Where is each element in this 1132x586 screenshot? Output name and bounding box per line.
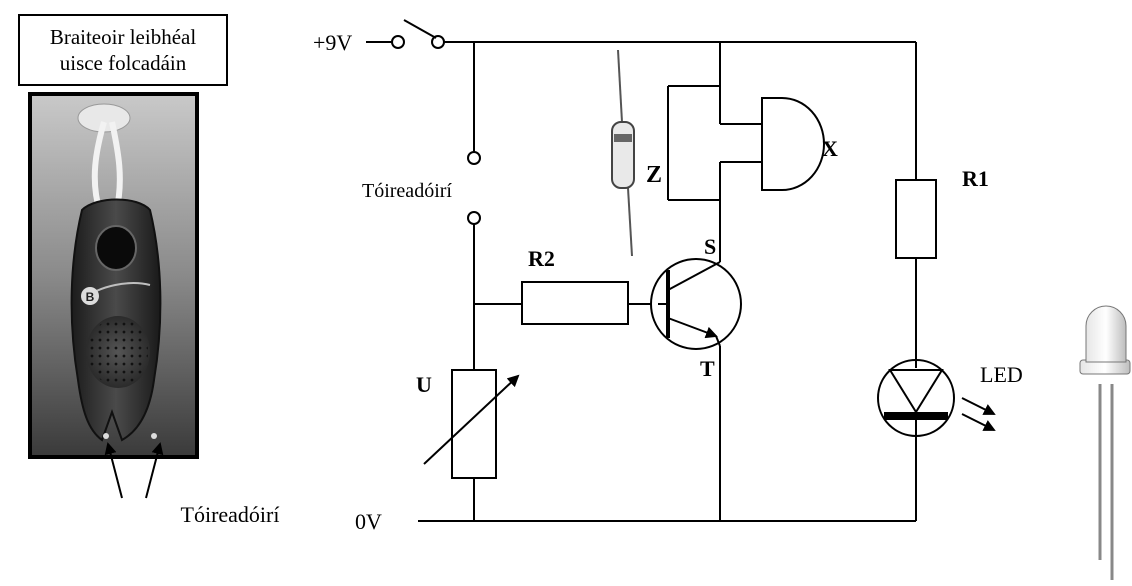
device-photo: B [28,92,199,459]
variable-resistor-label: U [416,372,432,397]
transistor [650,258,742,350]
supply-switch [391,19,445,49]
led-photo [1079,305,1131,580]
product-caption-box: Braiteoir leibhéal uisce folcadáin [18,14,228,86]
resistor-r2-label: R2 [528,246,555,271]
component-z [611,49,635,257]
product-caption-line1: Braiteoir leibhéal [49,25,197,49]
resistor-r1 [895,179,937,259]
supply-zero-label: 0V [355,509,382,534]
buzzer-label: X [822,136,838,161]
probe-arrow-left [104,442,123,499]
resistor-r2 [521,281,629,325]
circuit-probes-label: Tóireadóirí [362,180,452,202]
supply-positive-label: +9V [313,30,352,55]
probe-arrow-right [145,442,164,499]
resistor-r1-label: R1 [962,166,989,191]
component-z-label: Z [646,162,662,188]
buzzer-x [761,97,825,191]
circuit-wires [366,41,917,522]
probe-contacts [467,151,481,225]
led-symbol [877,359,996,437]
photo-probes-label: Tóireadóirí [181,502,280,527]
product-caption-line2: uisce folcadáin [59,51,187,75]
device-logo: B [86,290,95,304]
led-label: LED [980,362,1023,387]
transistor-t-label: T [700,356,715,381]
transistor-s-label: S [704,234,716,259]
variable-resistor-u [423,369,520,479]
